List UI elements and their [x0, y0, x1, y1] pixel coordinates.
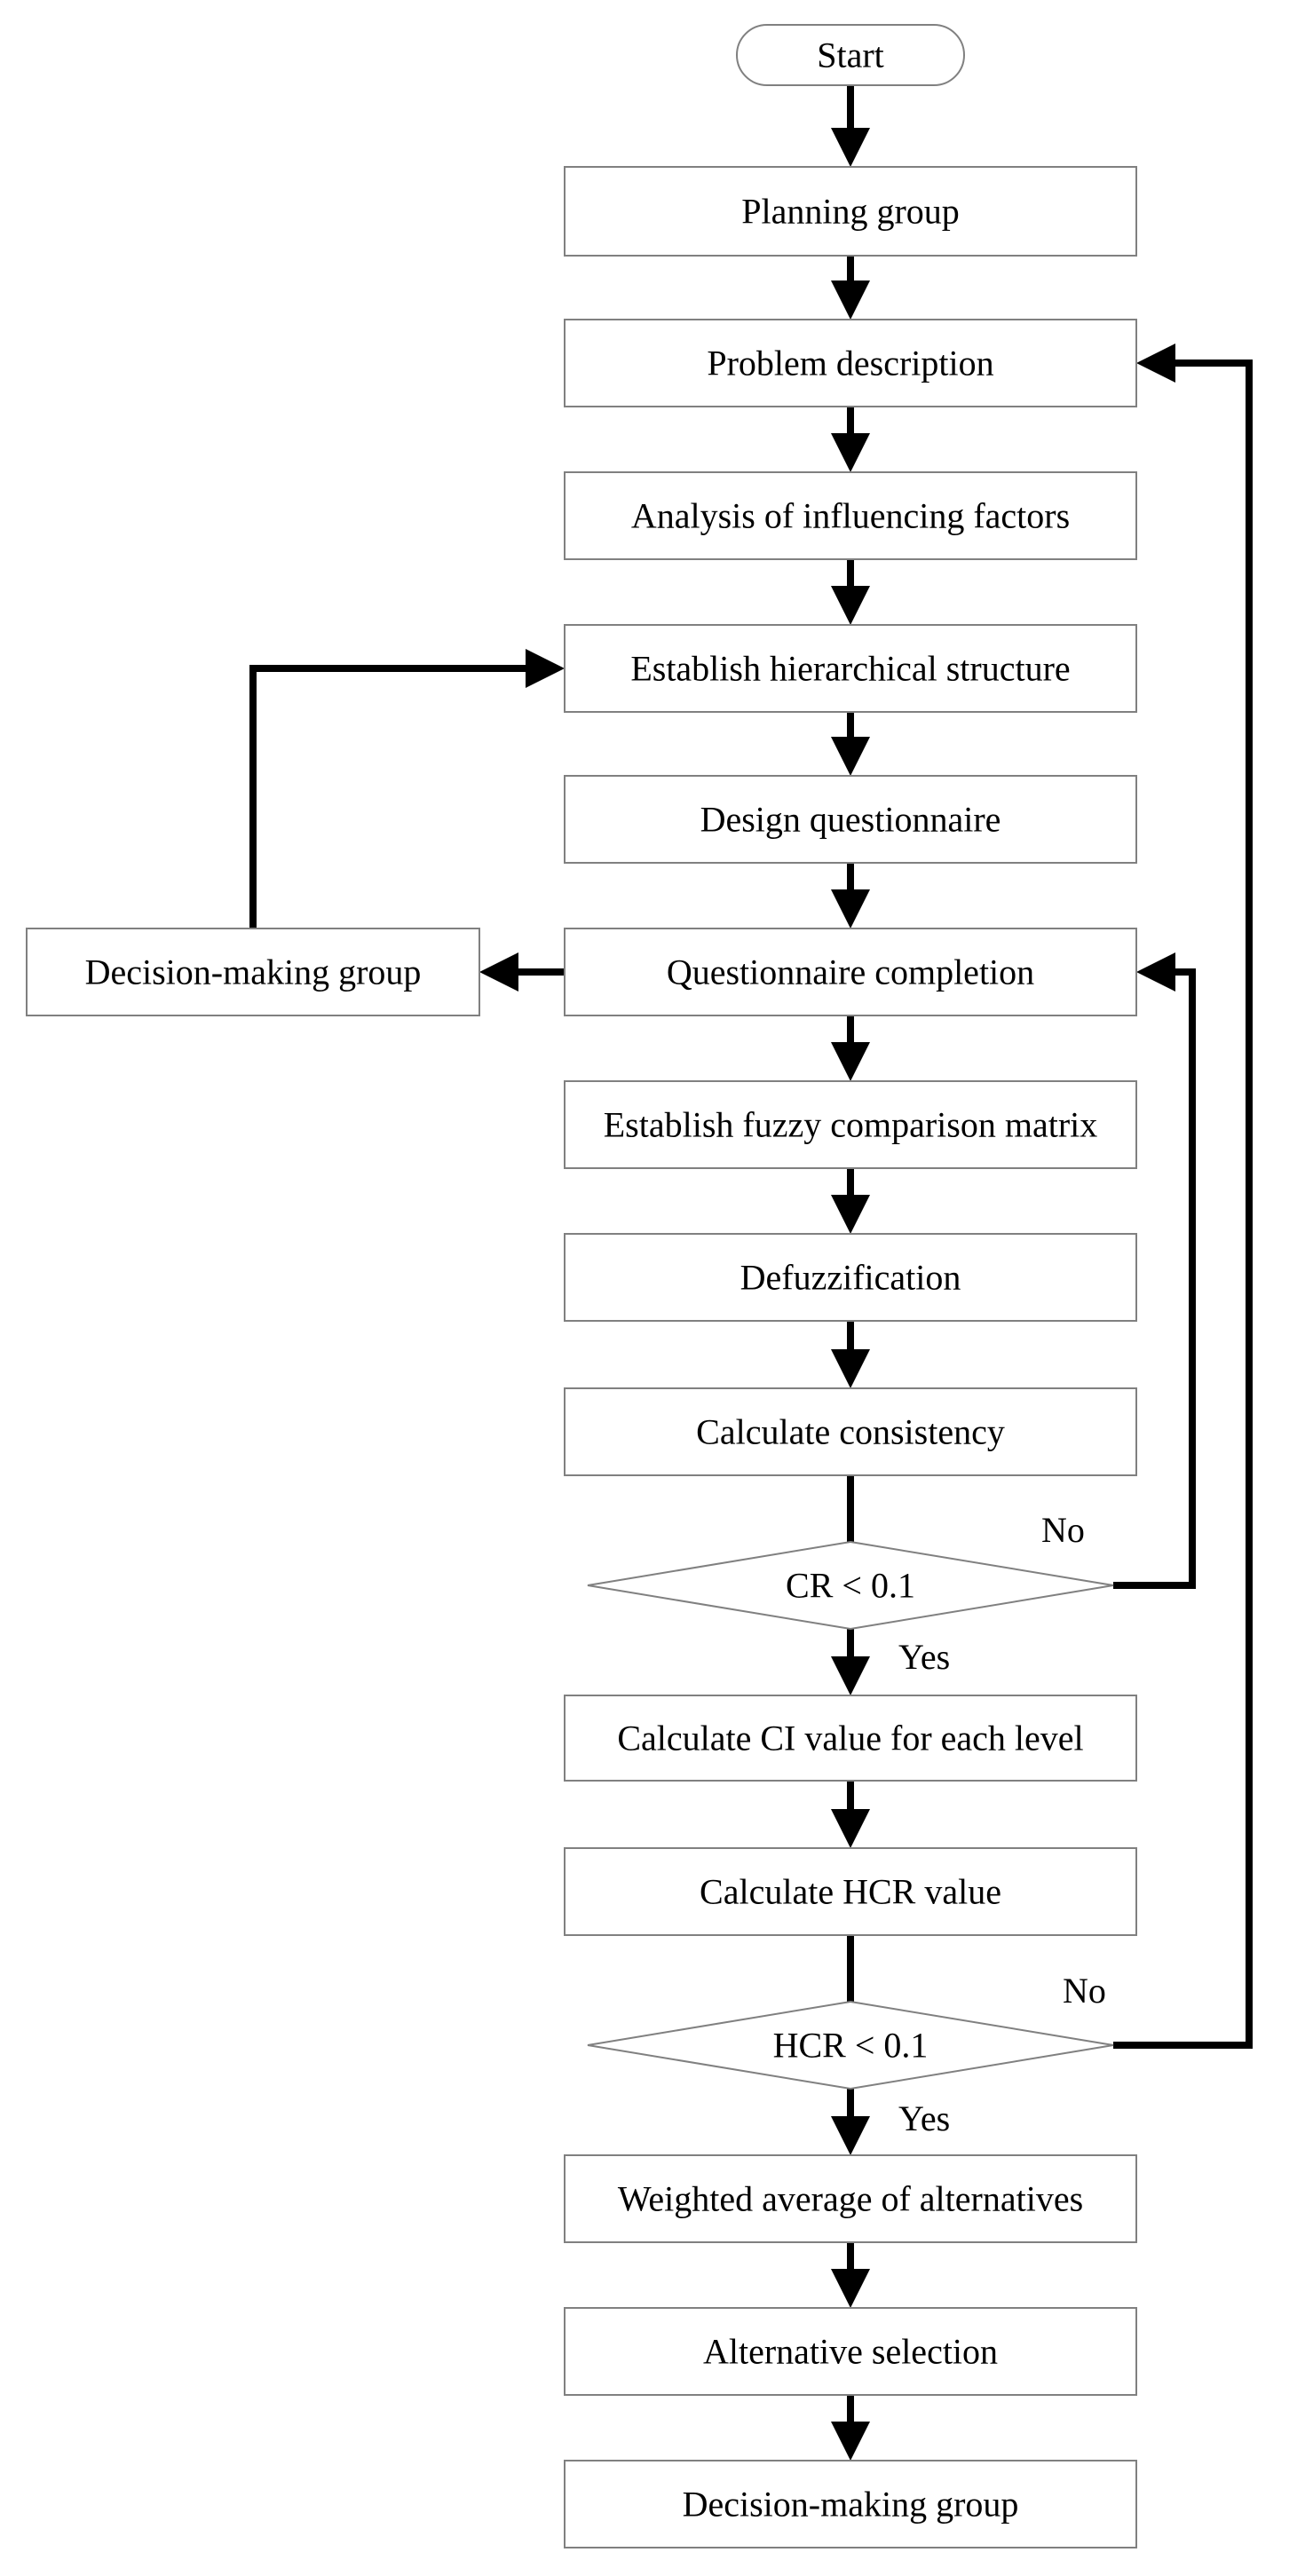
arrowhead-cr-no — [1136, 952, 1175, 992]
arrowhead-hierarchy — [831, 586, 870, 625]
edge-hcr-no-loop — [1113, 360, 1253, 2049]
node-calc-hcr: Calculate HCR value — [564, 1847, 1137, 1936]
cr-yes-label: Yes — [898, 1637, 950, 1677]
calc-ci-label: Calculate CI value for each level — [617, 1719, 1083, 1758]
alternative-selection-label: Alternative selection — [703, 2332, 998, 2372]
node-start: Start — [736, 24, 965, 86]
decision-hcr-label: HCR < 0.1 — [773, 2026, 929, 2066]
node-decision-group-final: Decision-making group — [564, 2460, 1137, 2548]
node-problem-description: Problem description — [564, 319, 1137, 407]
node-calc-ci: Calculate CI value for each level — [564, 1695, 1137, 1782]
node-alternative-selection: Alternative selection — [564, 2307, 1137, 2396]
node-calculate-consistency: Calculate consistency — [564, 1387, 1137, 1476]
design-questionnaire-label: Design questionnaire — [700, 800, 1001, 840]
arrowhead-design — [831, 737, 870, 776]
edge-cr-no-loop — [1113, 968, 1196, 1589]
node-weighted-average: Weighted average of alternatives — [564, 2154, 1137, 2243]
analysis-factors-label: Analysis of influencing factors — [631, 496, 1070, 536]
arrowhead-weighted — [831, 2116, 870, 2155]
decision-cr-label: CR < 0.1 — [786, 1566, 915, 1606]
questionnaire-completion-label: Questionnaire completion — [667, 952, 1034, 992]
arrowhead-selection — [831, 2269, 870, 2308]
node-analysis-factors: Analysis of influencing factors — [564, 471, 1137, 560]
arrowhead-hcr-calc — [831, 1809, 870, 1848]
calculate-consistency-label: Calculate consistency — [696, 1412, 1005, 1452]
arrowhead-problem — [831, 281, 870, 320]
node-decision-group-side: Decision-making group — [26, 928, 480, 1016]
decision-group-final-label: Decision-making group — [683, 2485, 1019, 2525]
decision-hcr: HCR < 0.1 — [587, 2000, 1114, 2090]
arrowhead-final — [831, 2422, 870, 2461]
fuzzy-matrix-label: Establish fuzzy comparison matrix — [604, 1105, 1098, 1145]
node-questionnaire-completion: Questionnaire completion — [564, 928, 1137, 1016]
arrowhead-consistency — [831, 1349, 870, 1388]
arrowhead-ci — [831, 1656, 870, 1695]
planning-group-label: Planning group — [741, 192, 960, 232]
problem-description-label: Problem description — [707, 344, 993, 383]
arrowhead-completion — [831, 889, 870, 928]
node-fuzzy-matrix: Establish fuzzy comparison matrix — [564, 1080, 1137, 1169]
decision-group-side-label: Decision-making group — [85, 952, 422, 992]
arrowhead-defuzz — [831, 1195, 870, 1234]
edge-side-group-to-hierarchy — [249, 665, 526, 928]
cr-no-label: No — [1041, 1510, 1085, 1550]
arrowhead-side-group — [479, 952, 518, 992]
start-label: Start — [817, 36, 884, 75]
arrowhead-hierarchy-feedback — [526, 649, 565, 688]
hcr-yes-label: Yes — [898, 2098, 950, 2138]
hcr-no-label: No — [1063, 1971, 1106, 2011]
arrowhead-planning — [831, 128, 870, 167]
node-establish-hierarchy: Establish hierarchical structure — [564, 624, 1137, 713]
node-defuzzification: Defuzzification — [564, 1233, 1137, 1322]
arrowhead-analysis — [831, 433, 870, 472]
decision-cr: CR < 0.1 — [587, 1540, 1114, 1631]
flow-edges — [249, 85, 1253, 2461]
arrowhead-fuzzy — [831, 1042, 870, 1081]
weighted-average-label: Weighted average of alternatives — [618, 2179, 1083, 2219]
node-design-questionnaire: Design questionnaire — [564, 775, 1137, 864]
calc-hcr-label: Calculate HCR value — [700, 1872, 1001, 1912]
establish-hierarchy-label: Establish hierarchical structure — [630, 649, 1070, 689]
node-planning-group: Planning group — [564, 166, 1137, 257]
defuzzification-label: Defuzzification — [740, 1258, 961, 1298]
arrowhead-hcr-no — [1136, 344, 1175, 383]
